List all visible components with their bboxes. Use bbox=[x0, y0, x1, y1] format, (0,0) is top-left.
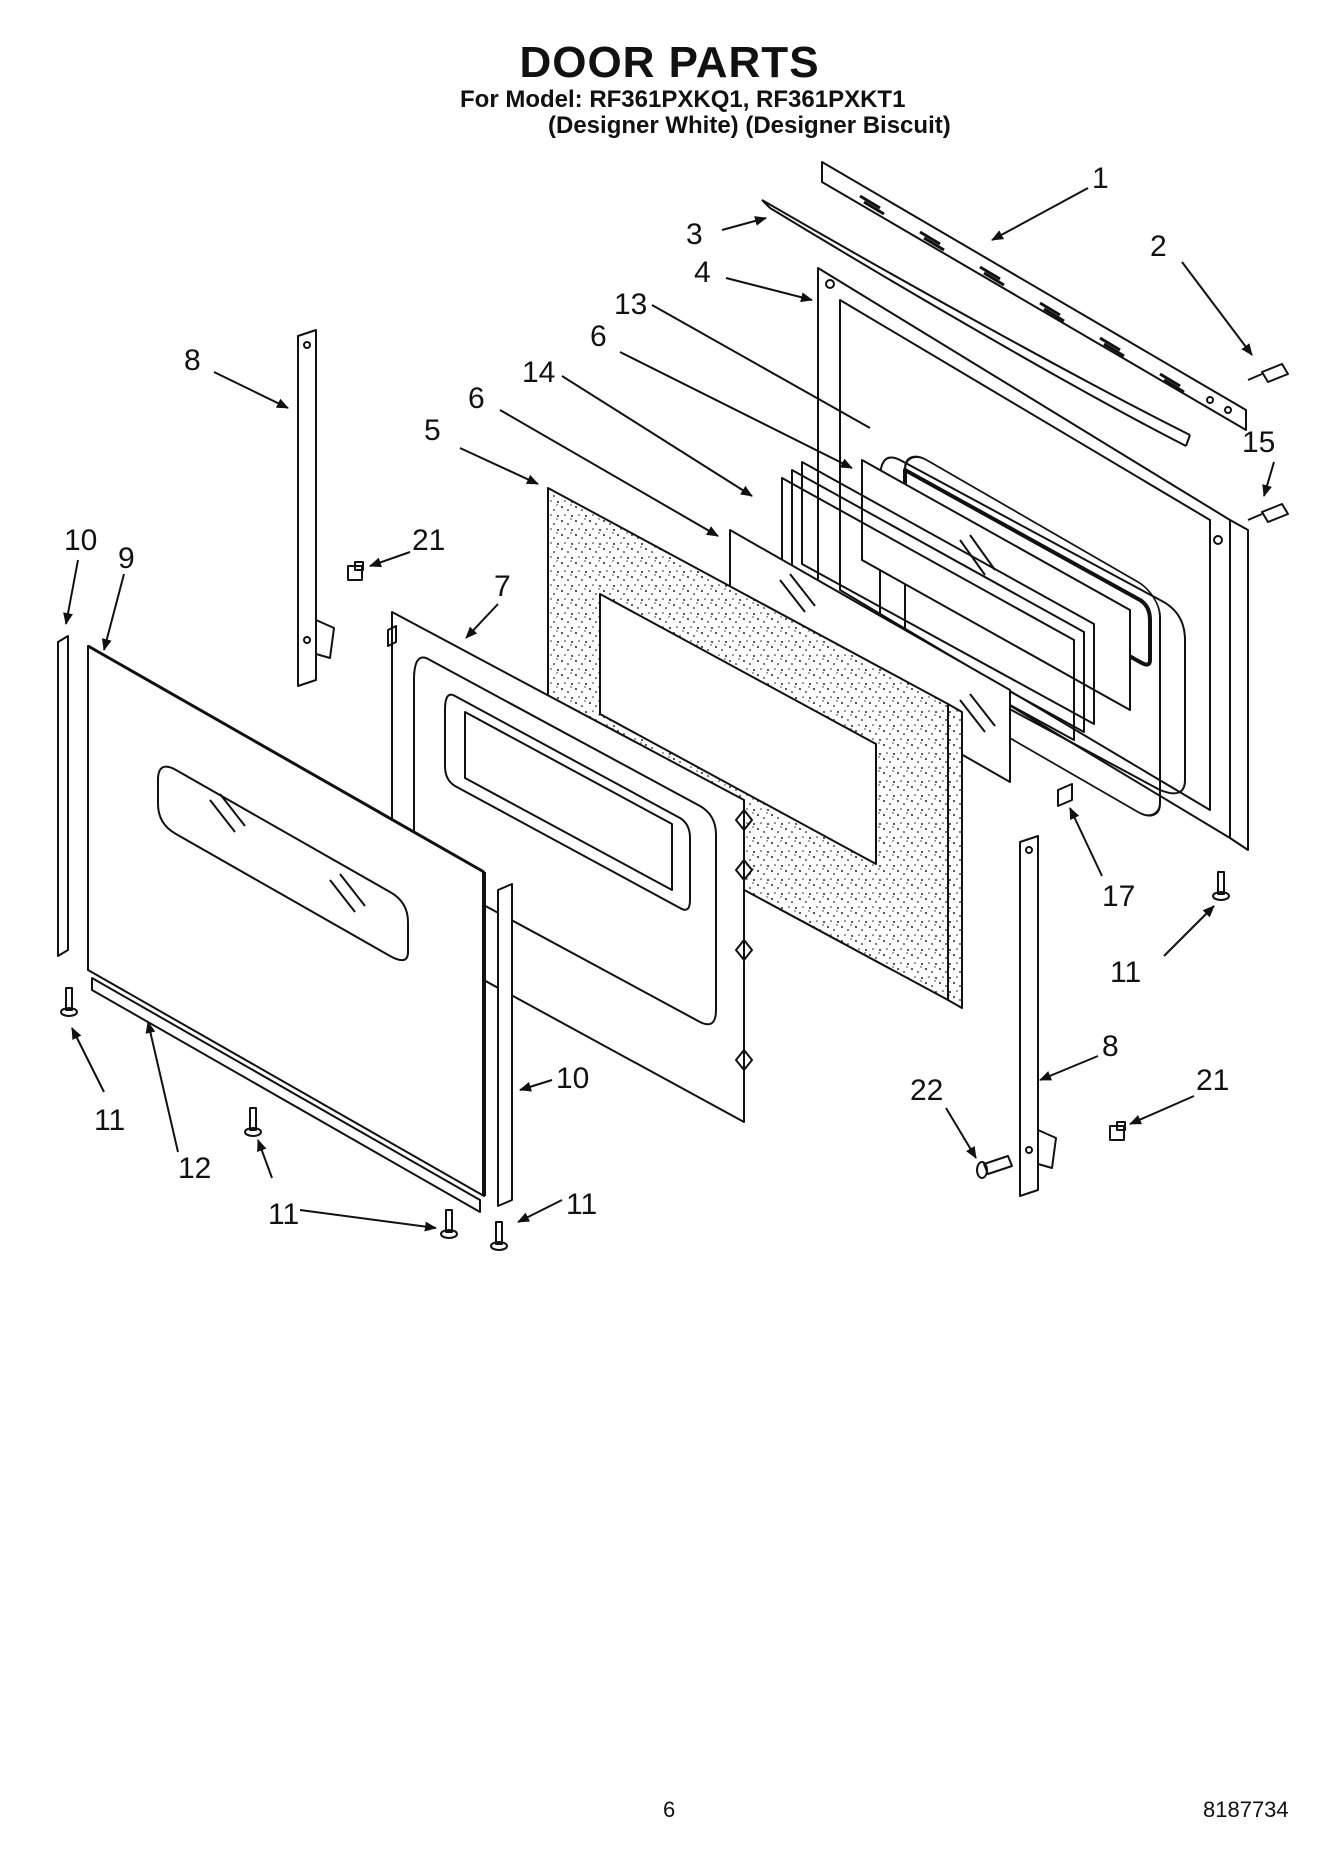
callout-label: 11 bbox=[566, 1188, 597, 1221]
part-5-insulation bbox=[547, 487, 963, 1009]
callout-label: 12 bbox=[178, 1152, 211, 1185]
callout-label: 11 bbox=[1110, 956, 1141, 989]
callout-label: 11 bbox=[94, 1104, 125, 1137]
part-21-clip-right bbox=[1109, 1121, 1126, 1141]
variant-line: (Designer White) (Designer Biscuit) bbox=[548, 112, 951, 139]
document-number: 8187734 bbox=[1203, 1797, 1289, 1822]
part-2-screw bbox=[1247, 363, 1289, 383]
callout-label: 8 bbox=[184, 344, 201, 377]
callout-label: 7 bbox=[494, 570, 511, 603]
callout-label: 6 bbox=[468, 382, 485, 415]
callout-label: 10 bbox=[64, 524, 97, 557]
part-8-hinge-right bbox=[1019, 835, 1057, 1197]
part-11-screw-left bbox=[60, 987, 78, 1017]
callout-label: 10 bbox=[556, 1062, 589, 1095]
part-21-clip-left bbox=[347, 561, 364, 581]
callout-label: 3 bbox=[686, 218, 703, 251]
leader-lines bbox=[63, 187, 1275, 1232]
callout-label: 14 bbox=[522, 356, 555, 389]
callout-label: 21 bbox=[1196, 1064, 1229, 1097]
callout-label: 15 bbox=[1242, 426, 1275, 459]
part-1-vent-trim bbox=[821, 161, 1247, 431]
part-14-glass-pack bbox=[781, 461, 1095, 741]
callout-label: 22 bbox=[910, 1074, 943, 1107]
part-11-screw-right-trim bbox=[490, 1221, 508, 1251]
part-8-hinge-left bbox=[297, 329, 335, 687]
callout-labels: 1 2 3 4 13 6 14 8 6 5 15 21 10 9 7 17 11… bbox=[64, 162, 1275, 1231]
callout-label: 13 bbox=[614, 288, 647, 321]
part-10-side-trim-right bbox=[497, 883, 513, 1207]
part-9-outer-door bbox=[87, 644, 486, 1197]
callout-label: 5 bbox=[424, 414, 441, 447]
callout-label: 11 bbox=[268, 1198, 299, 1231]
page-number: 6 bbox=[663, 1797, 676, 1822]
part-11-screw-bottom bbox=[244, 1107, 262, 1137]
callout-label: 17 bbox=[1102, 880, 1135, 913]
callout-label: 6 bbox=[590, 320, 607, 353]
part-12-bottom-trim bbox=[91, 977, 481, 1213]
part-22-screw bbox=[976, 1155, 1013, 1179]
part-10-side-trim-left bbox=[57, 635, 69, 957]
callout-label: 21 bbox=[412, 524, 445, 557]
callout-label: 2 bbox=[1150, 230, 1167, 263]
page-title: DOOR PARTS bbox=[519, 38, 820, 87]
part-11-screw-mid bbox=[440, 1209, 458, 1239]
part-drawings bbox=[57, 161, 1289, 1251]
part-11-screw-right bbox=[1212, 871, 1230, 901]
callout-label: 9 bbox=[118, 542, 135, 575]
model-line: For Model: RF361PXKQ1, RF361PXKT1 bbox=[460, 86, 906, 113]
part-13-gasket bbox=[903, 468, 1152, 667]
part-17-bracket bbox=[1057, 783, 1073, 807]
callout-label: 8 bbox=[1102, 1030, 1119, 1063]
part-3-handle bbox=[761, 199, 1191, 447]
part-15-screw bbox=[1247, 503, 1289, 523]
callout-label: 1 bbox=[1092, 162, 1109, 195]
callout-label: 4 bbox=[694, 256, 711, 289]
